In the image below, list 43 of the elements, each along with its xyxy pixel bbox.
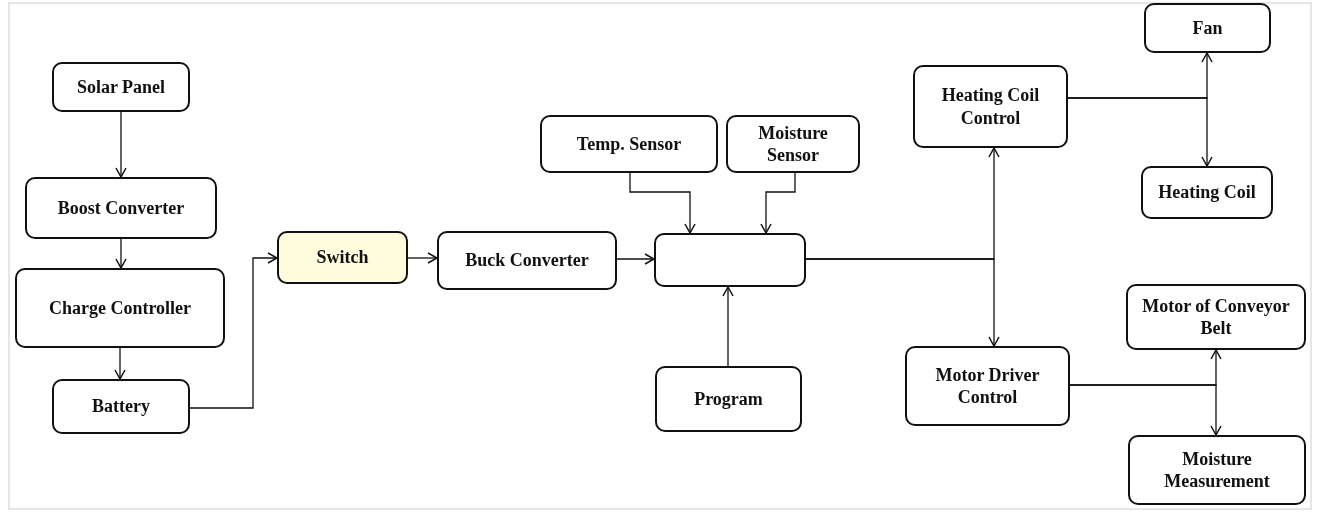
- block-label: Program: [694, 387, 763, 411]
- block-label: Motor Driver Control: [934, 363, 1041, 409]
- block-box: [913, 65, 1068, 148]
- block-box: [1141, 166, 1273, 219]
- block-box: [25, 177, 217, 239]
- block-box: [15, 268, 225, 348]
- block-label: Moisture Sensor: [757, 121, 829, 167]
- block-box: [437, 231, 617, 290]
- block-label: Solar Panel: [76, 75, 166, 99]
- block-box: [655, 366, 802, 432]
- arrow: [189, 252, 278, 409]
- arrow: [1069, 384, 1222, 436]
- block-label: Boost Converter: [57, 196, 185, 220]
- arrow: [114, 347, 126, 380]
- block-box: [52, 379, 190, 434]
- arrow: [115, 238, 127, 269]
- block-box: [654, 233, 806, 287]
- block-box: [1128, 435, 1306, 505]
- block-box: [52, 62, 190, 112]
- block-label: Heating Coil: [1158, 181, 1256, 204]
- arrow: [760, 172, 796, 234]
- block-box: [540, 115, 718, 173]
- arrow: [407, 252, 438, 264]
- block-label: Battery: [92, 395, 150, 418]
- block-box: [277, 231, 408, 284]
- block-box: [905, 346, 1070, 426]
- block-label: Temp. Sensor: [576, 132, 682, 156]
- block-box: [726, 115, 860, 173]
- arrow: [115, 111, 127, 178]
- arrow: [616, 253, 655, 265]
- block-box: [1126, 284, 1306, 350]
- block-label: Heating Coil Control: [940, 84, 1041, 129]
- arrow: [1067, 97, 1213, 167]
- block-label: Moisture Measurement: [1163, 447, 1271, 493]
- block-label: Charge Controller: [48, 296, 192, 320]
- arrow: [629, 172, 696, 234]
- block-label: Buck Converter: [465, 249, 589, 272]
- arrow: [805, 258, 1000, 347]
- block-label: Switch: [316, 246, 369, 269]
- block-box: [1144, 3, 1271, 53]
- block-label: Motor of Conveyor Belt: [1141, 294, 1291, 340]
- arrow: [722, 286, 734, 367]
- block-label: Fan: [1192, 16, 1223, 40]
